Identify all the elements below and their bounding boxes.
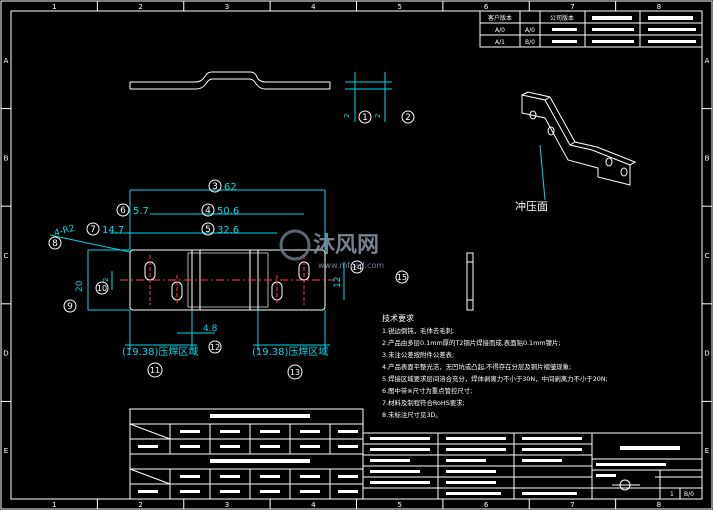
rev-header-customer: 客户版本 [488,14,512,22]
border-column-label: 1 [52,3,56,11]
border-column-label: 8 [657,501,661,509]
border-row-marks: A A B B C C D D E E [1,57,712,455]
drawing-revision: B/0 [684,491,694,498]
watermark: 沐风网 www.mfcad.com [279,229,384,270]
tolerance-tables [129,408,364,500]
end-view [466,252,474,311]
note-item: 7.材料及制程符合RoHS要求; [382,398,465,407]
dim-12: 12 [333,277,343,288]
border-column-label: 4 [311,501,316,509]
border-row-label: B [4,154,9,162]
border-column-label: 5 [397,3,401,11]
callout-11: 11 [150,366,160,375]
revision-table: 客户版本 公司版本 A/0 A/0 A/1 B/0 [479,10,703,48]
border-column-label: 7 [570,501,574,509]
border-column-label: 6 [484,501,489,509]
border-row-label: E [705,447,709,455]
border-column-label: 6 [484,3,489,11]
watermark-url: www.mfcad.com [318,261,384,270]
border-column-label: 3 [225,501,229,509]
border-row-label: C [4,252,9,260]
callout-9: 9 [67,302,73,312]
callout-5: 5 [205,225,211,235]
title-block: 1 B/0 [362,432,703,500]
callout-8: 8 [52,239,58,249]
weld-zone-right-label: (19.38)压焊区域 [252,345,328,358]
border-column-label: 5 [397,501,401,509]
dim-2: 2 [102,278,110,282]
border-column-label: 2 [138,501,142,509]
border-column-label: 1 [52,501,56,509]
rev-cell: A/0 [525,27,535,34]
border-row-label: A [4,57,9,65]
weld-zone-left-label: (19.38)压焊区域 [122,345,198,358]
punch-face-label: 冲压面 [515,199,548,213]
border-row-label: D [3,350,8,358]
rev-cell: A/1 [495,39,505,46]
border-column-label: 3 [225,3,229,11]
dim-thickness: 2 [374,114,382,118]
callout-circle [358,110,372,124]
border-row-label: B [705,154,710,162]
border-column-label: 7 [570,3,574,11]
callout-1: 1 [362,113,368,123]
border-row-label: E [4,447,8,455]
plan-view: 3 62 4 50.6 5 32.6 6 5.7 7 14.7 4-R2 8 2… [48,179,409,380]
callout-13: 13 [290,368,300,377]
rev-cell: B/0 [525,39,535,46]
note-item: 8.未标注尺寸见3D。 [382,410,442,419]
callout-4: 4 [205,206,211,216]
dim-32-6: 32.6 [217,225,239,236]
callout-14: 14 [352,263,362,272]
callout-2: 2 [405,113,411,123]
dim-50-6: 50.6 [217,206,239,217]
dim-r2: 4-R2 [53,224,76,239]
callout-15: 15 [397,273,407,282]
watermark-brand: 沐风网 [313,233,379,258]
dim-4-8: 4.8 [203,324,218,334]
isometric-view: 冲压面 [515,91,637,213]
border-column-label: 4 [311,3,316,11]
border-row-label: D [704,350,709,358]
sheet-no: 1 [670,491,674,498]
rev-cell: A/0 [495,27,505,34]
dim-thickness: 2 [343,114,351,118]
border-row-label: C [705,252,710,260]
dim-14-7: 14.7 [102,225,124,236]
callout-7: 7 [90,225,96,235]
note-item: 5.焊接区域要求层间溶合充分，焊体剥离力不小于30N，中间剥离力不小于20N; [382,374,608,383]
callout-12: 12 [210,343,220,352]
note-item: 3.未注公差按附件公差表; [382,350,454,359]
border-row-label: A [705,57,710,65]
note-item: 4.产品表面平整光洁，无凹坑或凸起,不得存在分层及铜片褶皱现象; [382,362,571,371]
note-item: 6.图中带※尺寸为重点管控尺寸; [382,386,472,395]
callout-3: 3 [212,182,218,192]
callout-circle [401,110,415,124]
notes-title: 技术要求 [382,313,414,323]
side-profile-view: 2 2 1 2 [129,71,415,124]
rev-header-company: 公司版本 [550,14,574,22]
dim-20: 20 [75,280,85,292]
callout-6: 6 [120,206,126,216]
note-item: 1.锐边倒钝，毛体去毛刺; [382,326,454,335]
border-column-label: 8 [657,3,661,11]
dim-5-7: 5.7 [133,206,149,217]
note-item: 2.产品由多层0.1mm厚的T2铜片焊接而成,表面贴0.1mm镍片; [382,338,561,347]
technical-notes: 技术要求 1.锐边倒钝，毛体去毛刺; 2.产品由多层0.1mm厚的T2铜片焊接而… [382,313,608,419]
dim-62: 62 [224,182,237,193]
callout-10: 10 [97,284,107,293]
border-column-label: 2 [138,3,142,11]
